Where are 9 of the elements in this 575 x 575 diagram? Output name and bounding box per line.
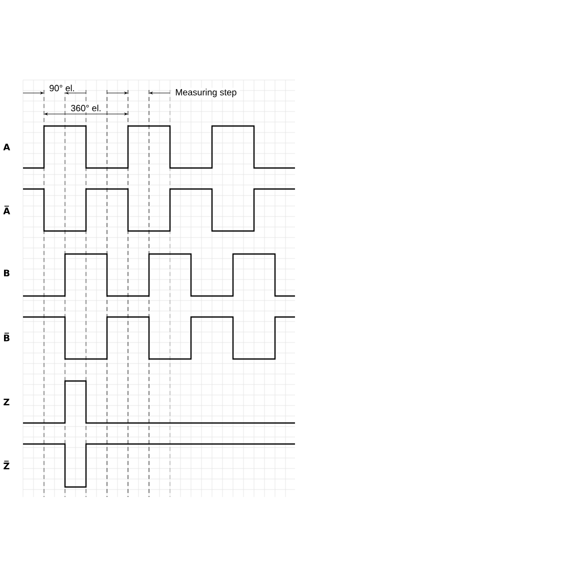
signal-label: A — [3, 144, 10, 150]
dimension-label: Measuring step — [172, 88, 240, 98]
signal-label: A̅ — [3, 206, 10, 214]
signal-label: B̅ — [4, 332, 10, 342]
signal-label: Z̅ — [4, 460, 10, 470]
signal-label: B — [4, 270, 10, 276]
dimension-label: 360° el. — [68, 104, 104, 112]
dimension-label: 90° el. — [46, 84, 78, 92]
signal-label: Z — [4, 398, 10, 406]
